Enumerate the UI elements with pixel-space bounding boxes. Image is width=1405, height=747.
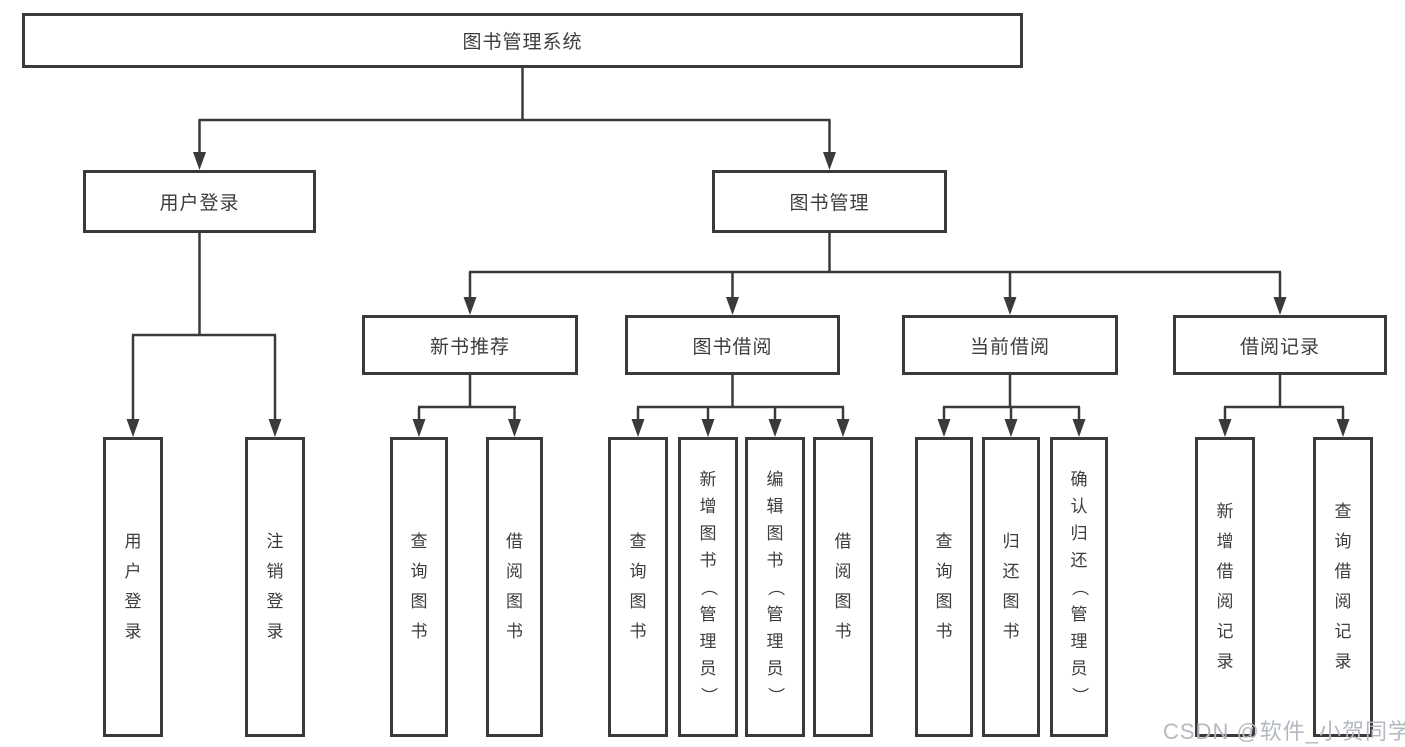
connector-user-login-to-leaves bbox=[126, 233, 282, 437]
node-leaf-query-books-borrow: 查询图书 bbox=[608, 437, 668, 737]
node-label: 借阅图书 bbox=[506, 532, 523, 641]
node-leaf-confirm-return-admin: 确认归还（管理员） bbox=[1050, 437, 1108, 737]
node-book-management: 图书管理 bbox=[712, 170, 947, 233]
node-label: 用户登录 bbox=[159, 193, 240, 214]
node-leaf-borrow-books: 借阅图书 bbox=[813, 437, 873, 737]
node-leaf-return-books: 归还图书 bbox=[982, 437, 1040, 737]
node-current-borrowing: 当前借阅 bbox=[902, 315, 1118, 375]
node-label: 查询图书 bbox=[629, 532, 647, 641]
connector-book-management-to-level3 bbox=[463, 233, 1287, 315]
node-label: 借阅记录 bbox=[1239, 336, 1320, 358]
node-new-book-recommend: 新书推荐 bbox=[362, 315, 578, 375]
node-label: 新增借阅记录 bbox=[1216, 502, 1234, 671]
node-leaf-query-borrow-record: 查询借阅记录 bbox=[1313, 437, 1373, 737]
connector-current-borrowing-to-leaves bbox=[937, 375, 1086, 437]
node-borrowing-records: 借阅记录 bbox=[1173, 315, 1387, 375]
node-leaf-add-books-admin: 新增图书（管理员） bbox=[678, 437, 738, 737]
node-user-login: 用户登录 bbox=[83, 170, 316, 233]
connector-root-to-level2 bbox=[193, 68, 836, 170]
node-label: 查询图书 bbox=[935, 532, 953, 641]
connector-borrowing-records-to-leaves bbox=[1218, 375, 1350, 437]
node-leaf-query-books-recommend: 查询图书 bbox=[390, 437, 448, 737]
connector-book-borrowing-to-leaves bbox=[631, 375, 850, 437]
node-label: 编辑图书（管理员） bbox=[765, 469, 785, 704]
node-leaf-edit-books-admin: 编辑图书（管理员） bbox=[745, 437, 805, 737]
node-label: 查询借阅记录 bbox=[1334, 502, 1352, 671]
node-library-management-system: 图书管理系统 bbox=[22, 13, 1023, 68]
node-leaf-logout: 注销登录 bbox=[245, 437, 305, 737]
node-label: 新书推荐 bbox=[429, 336, 510, 358]
node-label: 当前借阅 bbox=[969, 336, 1050, 358]
node-label: 注销登录 bbox=[266, 532, 284, 641]
node-label: 查询图书 bbox=[410, 532, 428, 641]
node-leaf-user-login: 用户登录 bbox=[103, 437, 163, 737]
csdn-watermark: CSDN @软件_小贺同学 bbox=[1163, 719, 1405, 744]
node-leaf-add-borrow-record: 新增借阅记录 bbox=[1195, 437, 1255, 737]
connector-new-book-recommend-to-leaves bbox=[412, 375, 521, 437]
node-leaf-borrow-books-recommend: 借阅图书 bbox=[486, 437, 543, 737]
node-label: 图书借阅 bbox=[692, 336, 773, 358]
node-label: 借阅图书 bbox=[834, 532, 852, 641]
node-label: 归还图书 bbox=[1002, 532, 1020, 641]
node-label: 图书管理 bbox=[789, 193, 870, 214]
node-book-borrowing: 图书借阅 bbox=[625, 315, 840, 375]
node-label: 图书管理系统 bbox=[462, 32, 583, 53]
node-leaf-query-books-current: 查询图书 bbox=[915, 437, 973, 737]
node-label: 确认归还（管理员） bbox=[1069, 469, 1089, 704]
node-label: 新增图书（管理员） bbox=[698, 469, 718, 704]
node-label: 用户登录 bbox=[124, 532, 142, 641]
